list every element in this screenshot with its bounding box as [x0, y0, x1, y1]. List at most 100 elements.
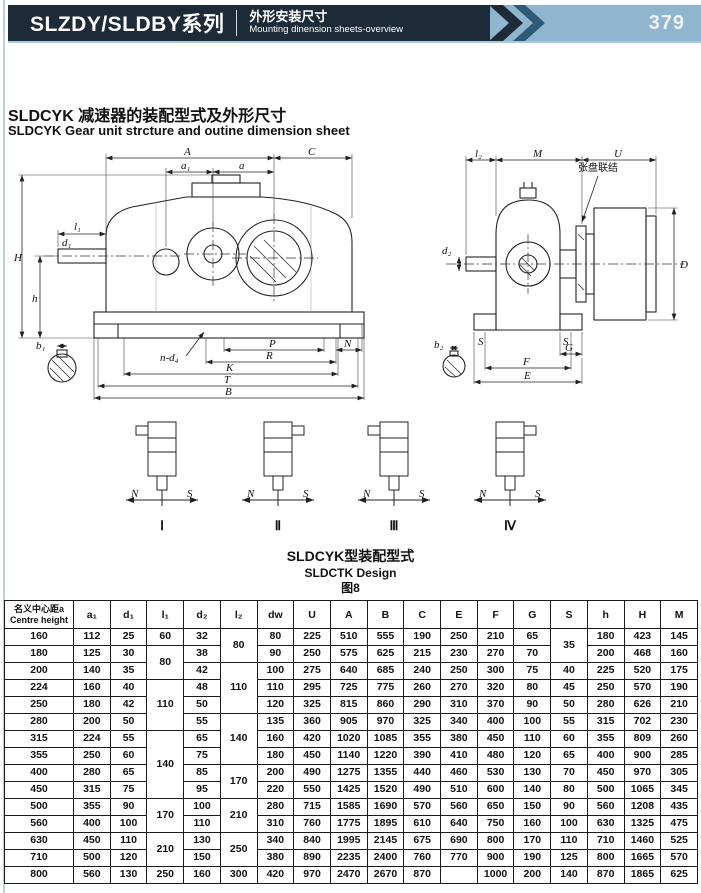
dimension-cell: 760	[403, 849, 442, 867]
dimension-cell: 300	[219, 866, 258, 884]
dimension-cell: 180	[586, 628, 625, 646]
dimension-cell: 150	[183, 849, 221, 867]
variant-2-n-label: N	[246, 488, 255, 500]
dimension-cell: 110	[256, 679, 295, 697]
dimension-cell: 400	[476, 713, 515, 731]
dim-label-d1: d₁	[62, 237, 72, 249]
dimension-cell: 1995	[329, 832, 368, 850]
dimension-cell: 180	[256, 747, 295, 765]
dimension-cell: 2235	[329, 849, 368, 867]
dimension-cell: 710	[586, 832, 625, 850]
dimension-cell: 320	[476, 679, 515, 697]
dimension-cell: 870	[586, 866, 625, 884]
dimension-cell: 800	[586, 849, 625, 867]
dim-label-H: H	[13, 252, 23, 264]
dimension-cell: 1865	[623, 866, 662, 884]
dim-label-S-left: S	[478, 336, 484, 348]
dimension-cell: 80	[550, 781, 588, 799]
dimension-cell: 50	[550, 696, 588, 714]
dim-label-P: P	[268, 338, 276, 350]
centre-height-cell: 500	[4, 798, 74, 816]
dimension-cell: 325	[403, 713, 442, 731]
dimension-cell: 640	[440, 815, 478, 833]
dimension-cell: 1085	[366, 730, 405, 748]
dimension-cell: 215	[403, 645, 442, 663]
dim-label-F: F	[522, 356, 530, 368]
dim-label-l2: l₂	[475, 148, 482, 160]
variant-4: N S Ⅳ	[460, 412, 560, 534]
dimension-cell: 450	[586, 764, 625, 782]
column-header: h	[586, 600, 625, 629]
column-header: A	[329, 600, 368, 629]
dimension-cell: 40	[109, 679, 148, 697]
dimension-cell: 860	[366, 696, 405, 714]
dimension-cell: 1208	[623, 798, 662, 816]
dimension-cell: 45	[550, 679, 588, 697]
dim-label-h: h	[32, 293, 38, 305]
dimension-cell: 250	[73, 747, 111, 765]
centre-height-cell: 800	[4, 866, 74, 884]
dimension-cell: 160	[183, 866, 221, 884]
column-header: d₁	[109, 600, 148, 629]
dimension-cell: 345	[660, 781, 698, 799]
dimension-cell: 40	[550, 662, 588, 680]
dim-label-a1: a₁	[181, 160, 191, 172]
dimension-cell: 900	[476, 849, 515, 867]
dimension-cell: 1325	[623, 815, 662, 833]
dimension-cell: 480	[476, 747, 515, 765]
dimension-cell: 1275	[329, 764, 368, 782]
dimension-cell: 140	[73, 662, 111, 680]
dim-label-G: G	[565, 342, 573, 354]
dim-label-T: T	[224, 374, 231, 386]
dimension-cell: 70	[513, 645, 552, 663]
dimension-cell: 140	[146, 730, 185, 799]
dimension-cell: 55	[183, 713, 221, 731]
variant-3-diagram: N S	[358, 421, 430, 506]
dimension-cell: 355	[403, 730, 442, 748]
variant-2-label: Ⅱ	[274, 518, 282, 533]
dimension-cell: 560	[440, 798, 478, 816]
dimension-cell: 80	[513, 679, 552, 697]
centre-height-cell: 180	[4, 645, 74, 663]
dimension-cell: 360	[293, 713, 331, 731]
dimension-cell: 210	[219, 798, 258, 833]
dimension-cell: 35	[109, 662, 148, 680]
dimension-cell: 250	[586, 679, 625, 697]
dimension-cell: 2400	[366, 849, 405, 867]
dimension-cell: 355	[73, 798, 111, 816]
centre-height-cell: 400	[4, 764, 74, 782]
dimension-cell: 60	[109, 747, 148, 765]
dimension-cell: 760	[293, 815, 331, 833]
series-title: SLZDY/SLDBY系列	[30, 13, 225, 36]
dimension-cell: 50	[183, 696, 221, 714]
centre-height-cell: 450	[4, 781, 74, 799]
dimension-cell: 640	[329, 662, 368, 680]
dim-label-b2: b₂	[434, 339, 444, 351]
dimension-cell: 400	[73, 815, 111, 833]
dimension-cell: 190	[403, 628, 442, 646]
dimension-cell: 340	[440, 713, 478, 731]
centre-height-cell: 250	[4, 696, 74, 714]
dimension-cell: 120	[256, 696, 295, 714]
dimension-cell: 625	[366, 645, 405, 663]
dimension-cell: 90	[513, 696, 552, 714]
dimension-cell: 1220	[366, 747, 405, 765]
dimension-cell: 42	[109, 696, 148, 714]
dimension-cell: 525	[660, 832, 698, 850]
dimension-cell: 380	[440, 730, 478, 748]
dimension-cell: 675	[403, 832, 442, 850]
dimension-cell: 110	[183, 815, 221, 833]
variant-1-s-label: S	[187, 488, 193, 500]
dimension-cell: 80	[256, 628, 295, 646]
dimension-cell: 1065	[623, 781, 662, 799]
dimension-cell: 112	[73, 628, 111, 646]
dimension-cell: 90	[109, 798, 148, 816]
dimension-cell: 2470	[329, 866, 368, 884]
dimension-cell: 510	[440, 781, 478, 799]
dimension-cell: 423	[623, 628, 662, 646]
dimension-cell: 75	[183, 747, 221, 765]
header-subtitle-cn: 外形安装尺寸	[249, 9, 328, 25]
dimension-cell: 440	[403, 764, 442, 782]
dim-label-B: B	[225, 386, 232, 398]
